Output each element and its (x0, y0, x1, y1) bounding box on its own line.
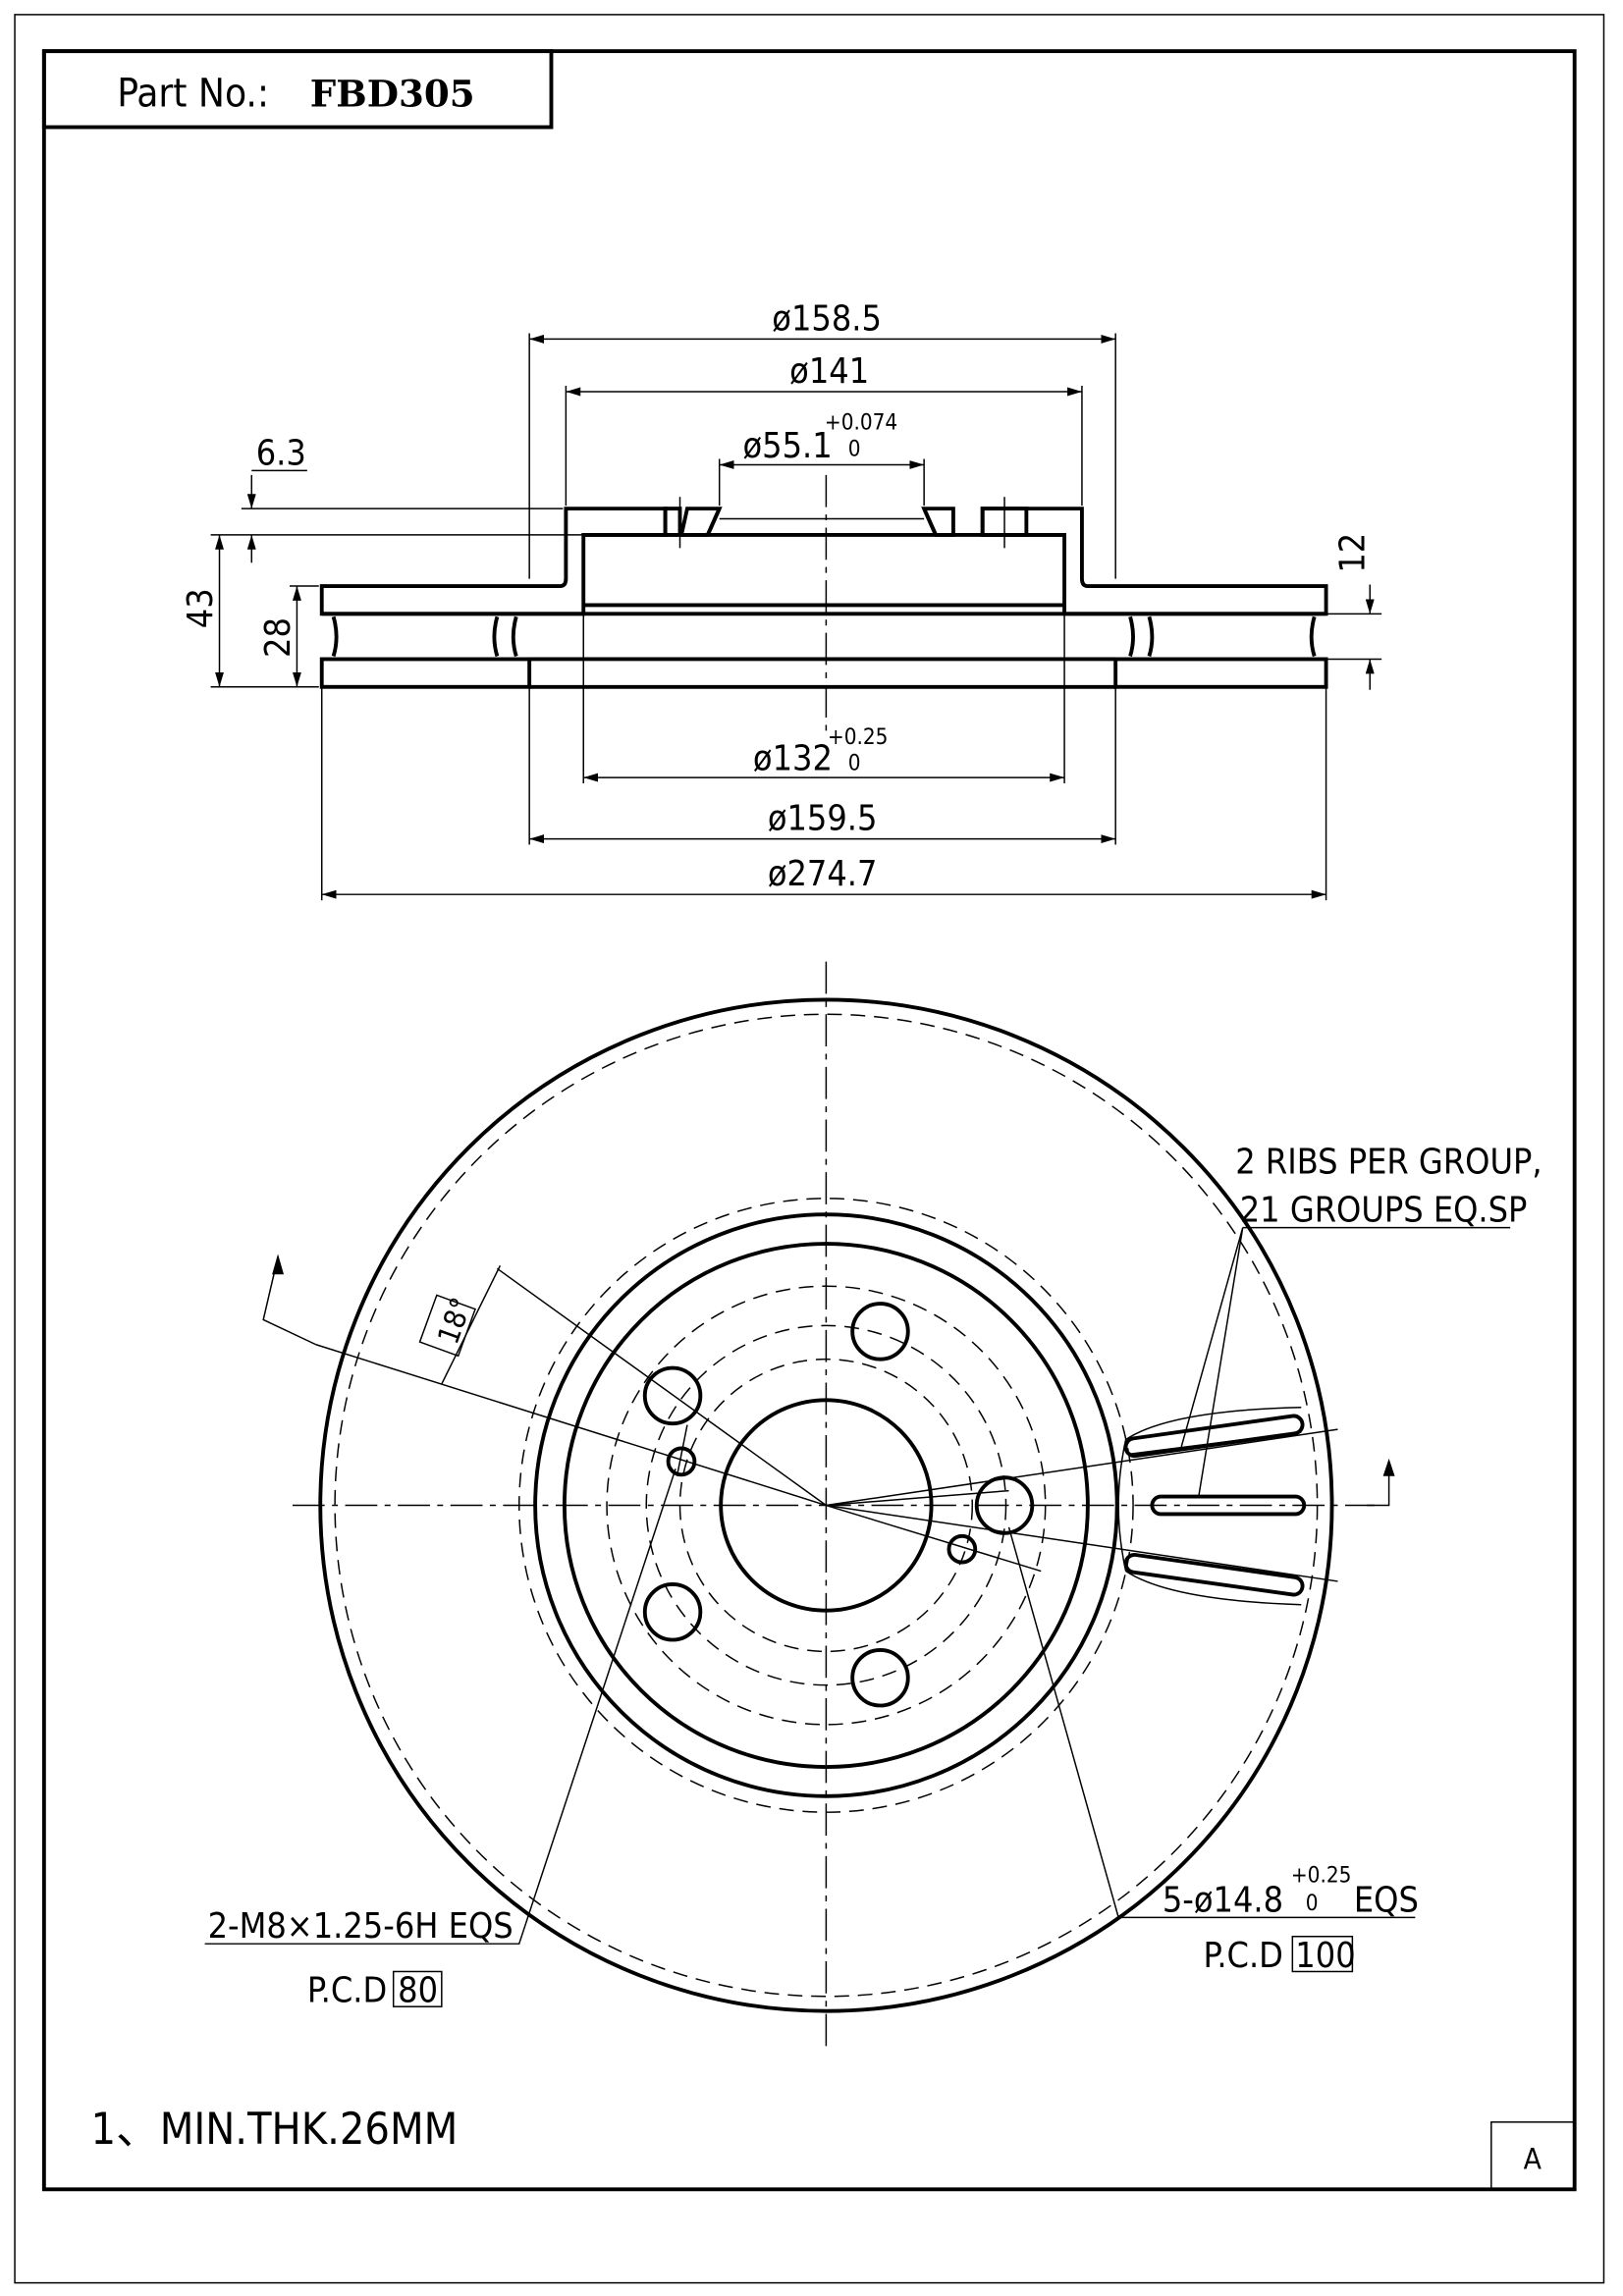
revision-box: A (1490, 2121, 1576, 2191)
ribs-note-line1: 2 RIBS PER GROUP, (1235, 1143, 1542, 1183)
inner-frame (41, 49, 1577, 2192)
front-view: 18° 2 RIBS PER GROUP, 21 GROUPS EQ.SP 2-… (204, 961, 1542, 2047)
min-thickness-note: 1、MIN.THK.26MM (90, 2104, 458, 2155)
dim-hat-outer: ø158.5 (772, 298, 882, 339)
part-label: Part No.: (117, 72, 269, 117)
bolt-note-prefix: 5-ø14.8 (1163, 1880, 1283, 1920)
angle-label: 18° (431, 1293, 479, 1349)
bolt-tol-lower: 0 (1306, 1891, 1319, 1916)
dim-center-bore-tol-lower: 0 (848, 437, 861, 462)
dim-inner-tol-upper: +0.25 (828, 724, 889, 750)
part-number: FBD305 (310, 73, 475, 116)
dim-hat-top: ø141 (789, 351, 869, 392)
section-view: ø158.5 ø141 ø55.1 +0.074 0 ø132 +0.25 0 … (181, 298, 1382, 901)
dim-friction-inner: ø159.5 (768, 799, 878, 839)
bolt-note-suffix: EQS (1354, 1880, 1419, 1920)
thread-note: 2-M8×1.25-6H EQS (208, 1906, 514, 1947)
ribs (826, 1407, 1338, 1606)
dim-disc-thickness: 28 (258, 617, 298, 658)
bolt-pcd-value: 100 (1295, 1936, 1355, 1976)
threaded-hole (947, 1533, 978, 1565)
thread-pcd-value: 80 (398, 1971, 438, 2011)
hat-section-left (319, 507, 668, 616)
outer-edge (318, 997, 1334, 2013)
bolt-holes (642, 1302, 1035, 1708)
dim-center-bore: ø55.1 (743, 426, 833, 466)
dim-inner-tol-lower: 0 (848, 751, 861, 776)
dim-outer: ø274.7 (768, 854, 878, 894)
dim-hat-thickness: 6.3 (256, 433, 306, 473)
center-bore (719, 1398, 934, 1613)
dim-total-height: 43 (181, 588, 221, 628)
dim-inner: ø132 (753, 739, 833, 779)
bottom-plate-right (1113, 657, 1328, 689)
ribs-note-line2: 21 GROUPS EQ.SP (1240, 1191, 1528, 1231)
outer-border (14, 14, 1605, 2284)
hat-section-right (980, 507, 1328, 616)
bottom-plate-left (319, 657, 532, 689)
dim-vent-width: 12 (1332, 533, 1373, 573)
dim-center-bore-tol-upper: +0.074 (825, 410, 897, 436)
bolt-tol-upper: +0.25 (1291, 1863, 1352, 1889)
thread-pcd-label: P.C.D (307, 1971, 387, 2011)
revision-label: A (1524, 2142, 1542, 2176)
threaded-hole (666, 1446, 697, 1477)
bolt-pcd-label: P.C.D (1204, 1936, 1283, 1976)
hat-outer-circle (533, 1212, 1119, 1798)
hat-inner-circle (562, 1242, 1090, 1769)
title-block: Part No.: FBD305 (41, 49, 554, 130)
